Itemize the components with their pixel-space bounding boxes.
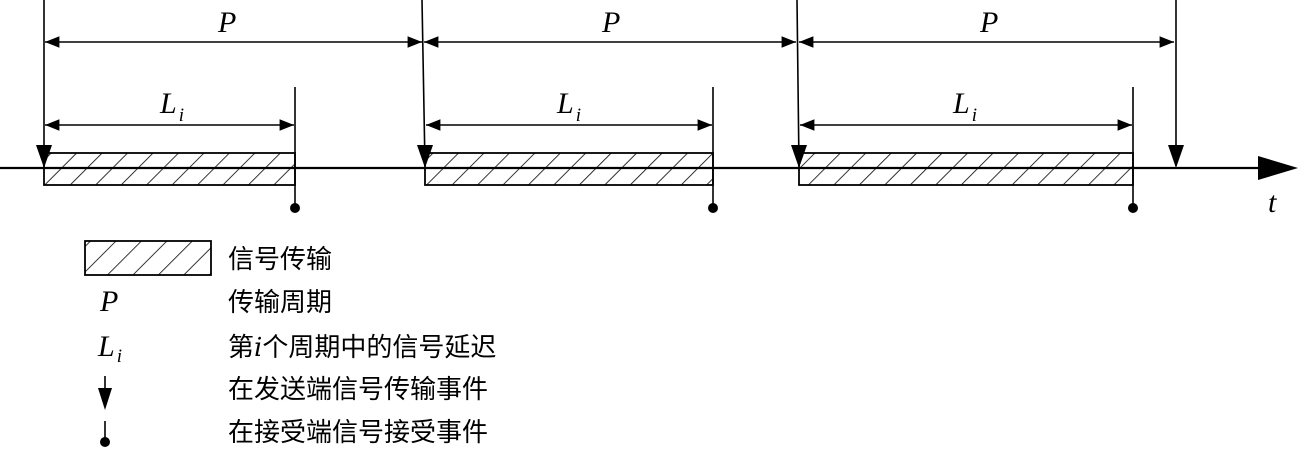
legend-item-signal-transmission: 信号传输 — [84, 240, 332, 276]
legend-text: 信号传输 — [228, 245, 332, 275]
legend-item-receive-event: 在接受端信号接受事件 — [100, 418, 488, 448]
send-event-arrow-icon — [1168, 145, 1184, 168]
receive-event-dot-icon — [1128, 203, 1138, 213]
legend-item-send-event: 在发送端信号传输事件 — [98, 375, 488, 410]
send-event-line — [796, 0, 800, 167]
send-event-line — [421, 0, 426, 167]
period-label: P — [601, 6, 620, 39]
dot-icon — [100, 437, 110, 447]
legend-text: 传输周期 — [228, 288, 332, 318]
receive-event-dot-icon — [708, 203, 718, 213]
signal-transmission-box — [798, 152, 1134, 186]
signal-transmission-box — [43, 152, 296, 186]
send-event-arrow-icon — [417, 145, 433, 168]
axis-label-t: t — [1268, 186, 1277, 219]
next-send-event — [1168, 0, 1184, 168]
signal-transmission-box — [424, 152, 714, 186]
legend-text: 第i个周期中的信号延迟 — [228, 333, 496, 363]
receive-event-dot-icon — [290, 203, 300, 213]
send-event-arrow-icon — [791, 145, 807, 168]
legend-text: 在接受端信号接受事件 — [228, 418, 488, 448]
period-label: P — [217, 6, 236, 39]
send-event-arrow-icon — [36, 145, 52, 168]
period-label: P — [979, 6, 998, 39]
legend-item-period: P 传输周期 — [99, 285, 332, 318]
hatched-box-icon — [84, 240, 212, 276]
legend-symbol-p: P — [99, 285, 118, 318]
axis-arrow-icon — [1258, 156, 1298, 180]
legend-text: 在发送端信号传输事件 — [228, 375, 488, 405]
arrow-down-icon — [98, 388, 112, 410]
